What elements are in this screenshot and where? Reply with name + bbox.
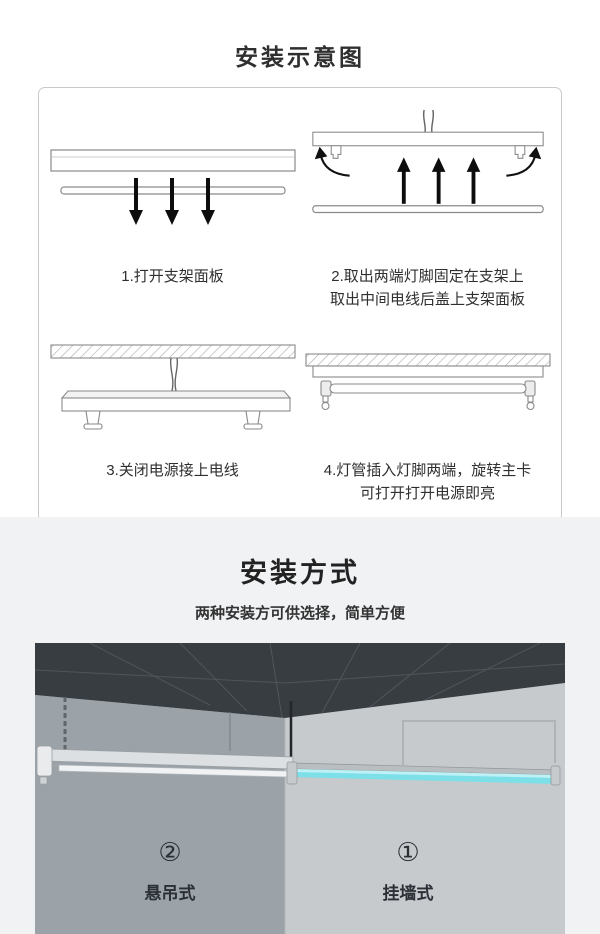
install-step-1: 1.打开支架面板 [45, 108, 300, 316]
down-arrows [128, 178, 215, 225]
ceiling-seams [35, 643, 565, 718]
option-wall-mount-number: ① [396, 837, 420, 867]
lamp-strip [311, 205, 544, 214]
step4-insert-tube-diagram [304, 353, 551, 411]
wires [169, 357, 178, 392]
bracket-with-feet [311, 131, 544, 159]
install-step-2: 2.取出两端灯脚固定在支架上 取出中间电线后盖上支架面板 [300, 108, 555, 316]
install-method-title: 安装方式 [240, 558, 360, 588]
step-3-caption: 3.关闭电源接上电线 [106, 462, 239, 479]
ceiling-panel [304, 353, 551, 367]
right-wall [285, 683, 565, 934]
option-hanging-number: ② [158, 837, 182, 867]
step3-connect-wire-diagram [49, 344, 296, 430]
option-hanging: ② 悬吊式 [115, 839, 225, 904]
installation-room-render: ② 悬吊式 ① 挂墙式 [35, 643, 565, 934]
install-step-4: 4.灯管插入灯脚两端，旋转主卡 可打开打开电源即亮 [300, 340, 555, 505]
install-step-3: 3.关闭电源接上电线 [45, 340, 300, 505]
step-1-caption: 1.打开支架面板 [121, 268, 224, 285]
ceiling [35, 643, 565, 718]
wires [422, 109, 434, 133]
install-method-section: 安装方式 两种安装方可供选择，简单方便 [0, 517, 600, 934]
wall-mounted-lamp [286, 761, 561, 786]
ceiling-panel [49, 344, 296, 359]
install-steps-box: 1.打开支架面板 [38, 87, 562, 528]
step-4-caption-line2: 可打开打开电源即亮 [359, 484, 495, 502]
step-2-caption-line2: 取出中间电线后盖上支架面板 [329, 290, 525, 308]
suspended-lamp [36, 745, 294, 785]
option-hanging-name: 悬吊式 [144, 884, 196, 903]
up-arrows [396, 157, 480, 204]
install-diagram-section: 安装示意图 [38, 44, 562, 528]
rotate-arrows [314, 146, 541, 177]
step-2-caption-line1: 2.取出两端灯脚固定在支架上 [331, 268, 524, 285]
option-wall-mount-name: 挂墙式 [382, 884, 434, 903]
step1-open-panel-diagram [49, 149, 296, 225]
wall-conduit [402, 720, 556, 765]
install-diagram-title: 安装示意图 [235, 44, 365, 70]
room-3d-illustration [35, 643, 565, 934]
fixture-body [60, 390, 291, 430]
option-wall-mount: ① 挂墙式 [353, 839, 463, 904]
step2-fix-lampfeet-diagram [311, 109, 544, 214]
install-method-subtitle: 两种安装方可供选择，简单方便 [194, 605, 405, 622]
step-4-caption-line1: 4.灯管插入灯脚两端，旋转主卡 [323, 462, 532, 479]
mounted-fixture [311, 365, 544, 411]
